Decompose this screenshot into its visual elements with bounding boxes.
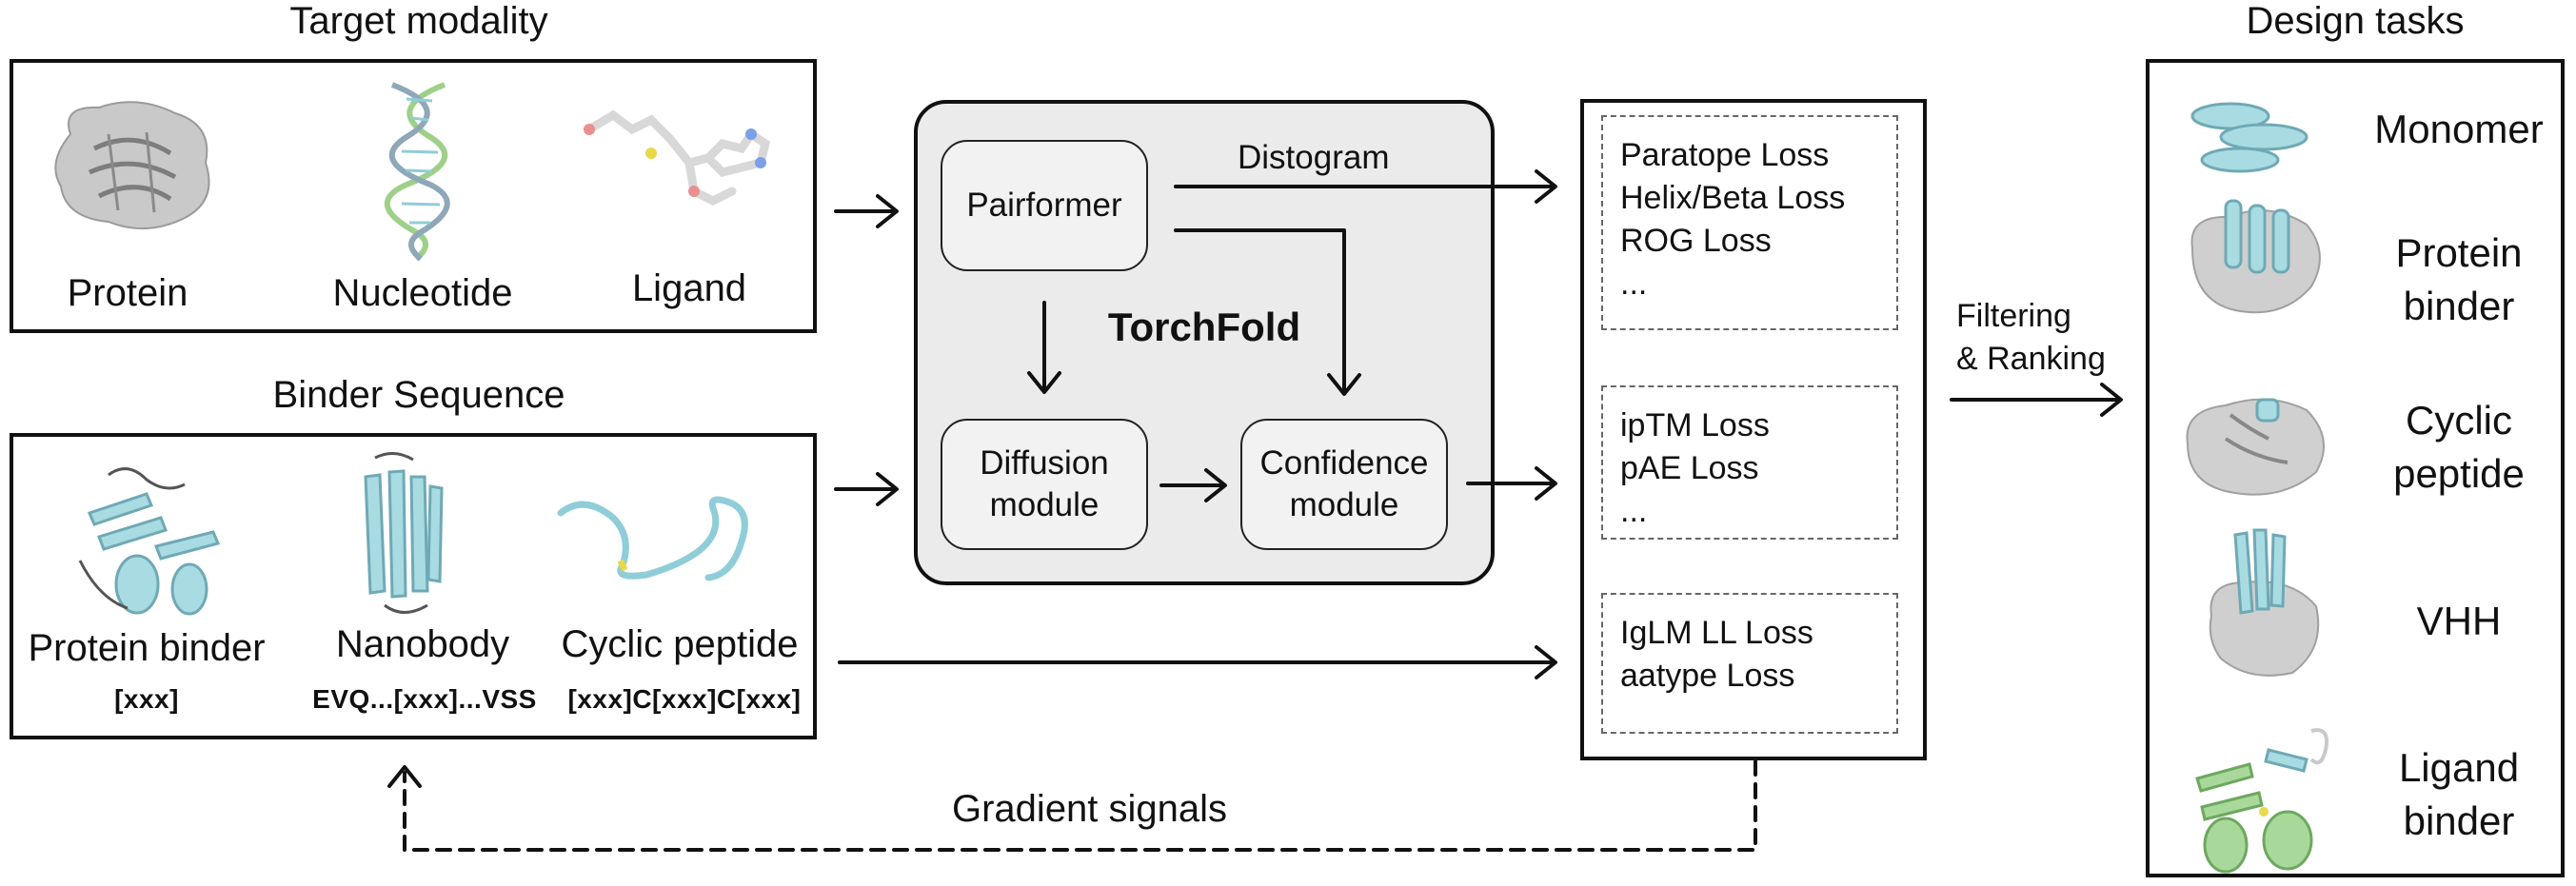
arrow-pairformer-to-confidence — [1174, 228, 1361, 396]
confidence-label-line1: Confidence — [1259, 444, 1429, 482]
protein-surface-image — [54, 101, 210, 230]
task-ligand-binder-line1: Ligand — [2398, 745, 2520, 790]
loss-iptm: ipTM Loss — [1620, 407, 1770, 443]
design-tasks-title: Design tasks — [2246, 0, 2465, 42]
arrow-confidence-to-loss — [1466, 466, 1557, 501]
arrow-pairformer-to-diffusion — [1027, 301, 1061, 394]
arrow-binder-to-torchfold — [834, 472, 899, 506]
task-ligand-binder-line2: binder — [2403, 798, 2515, 843]
pairformer-module: Pairformer — [941, 140, 1148, 271]
cyclic-peptide-image — [557, 496, 748, 581]
protein-binder-image — [78, 467, 221, 616]
task-label-monomer: Monomer — [2354, 103, 2564, 156]
ligand-image — [584, 109, 770, 207]
target-label-nucleotide: Nucleotide — [332, 272, 513, 314]
target-label-ligand: Ligand — [631, 267, 747, 309]
arrow-target-to-torchfold — [834, 194, 899, 228]
monomer-image — [2190, 102, 2308, 173]
loss-pae: pAE Loss — [1620, 450, 1759, 486]
binder-label-cyclic-peptide: Cyclic peptide — [561, 623, 799, 665]
binder-seq-protein-binder: [xxx] — [114, 684, 179, 714]
loss-group-structure: Paratope Loss Helix/Beta Loss ROG Loss .… — [1601, 115, 1898, 330]
task-cyclic-peptide-line1: Cyclic — [2406, 398, 2512, 443]
loss-group-confidence: ipTM Loss pAE Loss ... — [1601, 385, 1898, 540]
arrow-diffusion-to-confidence — [1159, 468, 1227, 502]
loss-panel — [1580, 99, 1927, 760]
protein-binder-task-image — [2190, 199, 2321, 314]
loss-rog: ROG Loss — [1620, 223, 1772, 259]
ligand-binder-image — [2195, 728, 2328, 874]
loss-iglm-ll: IgLM LL Loss — [1620, 615, 1813, 651]
loss-group2-more: ... — [1620, 493, 1648, 529]
task-label-ligand-binder: Ligand binder — [2354, 741, 2564, 848]
task-monomer-line1: Monomer — [2374, 107, 2544, 151]
pairformer-label: Pairformer — [966, 187, 1122, 225]
vhh-image — [2209, 528, 2320, 677]
task-label-protein-binder: Protein binder — [2354, 226, 2564, 333]
diffusion-label-line2: module — [989, 486, 1100, 523]
binder-sequence-panel: Protein binder [xxx] Nanobody EVQ...[xxx… — [10, 433, 817, 739]
loss-paratope: Paratope Loss — [1620, 137, 1830, 173]
task-protein-binder-line1: Protein — [2395, 230, 2523, 275]
task-protein-binder-line2: binder — [2403, 284, 2515, 328]
gradient-signals-label: Gradient signals — [952, 788, 1228, 830]
confidence-module: Confidence module — [1240, 419, 1448, 550]
arrow-gradient-signals — [403, 759, 1757, 852]
confidence-label-line2: module — [1289, 486, 1399, 523]
loss-helix-beta: Helix/Beta Loss — [1620, 180, 1846, 216]
binder-seq-nanobody: EVQ...[xxx]...VSS — [312, 684, 537, 714]
arrow-binder-to-sequence-loss — [838, 645, 1557, 679]
distogram-label: Distogram — [1238, 139, 1390, 176]
arrow-filtering-to-design-tasks — [1950, 383, 2123, 417]
torchfold-title: TorchFold — [1107, 305, 1301, 349]
gradient-arrowhead — [387, 765, 422, 788]
diffusion-module: Diffusion module — [941, 419, 1148, 550]
target-modality-panel: Protein Nucleotide Ligand — [10, 59, 817, 333]
binder-label-protein-binder: Protein binder — [28, 627, 266, 669]
cyclic-peptide-task-image — [2186, 398, 2325, 496]
filtering-label-line2: & Ranking — [1956, 341, 2106, 377]
arrow-distogram-to-loss — [1174, 169, 1557, 204]
target-modality-title: Target modality — [289, 0, 548, 42]
binder-sequence-title: Binder Sequence — [272, 374, 565, 416]
loss-group1-more: ... — [1620, 266, 1648, 302]
design-tasks-panel: Monomer Protein binder Cyclic peptide VH… — [2146, 59, 2565, 877]
nanobody-image — [364, 452, 444, 614]
task-cyclic-peptide-line2: peptide — [2393, 451, 2525, 496]
nucleotide-helix-image — [385, 82, 450, 261]
diffusion-label-line1: Diffusion — [980, 444, 1109, 482]
task-label-vhh: VHH — [2354, 595, 2564, 648]
task-vhh-line1: VHH — [2416, 599, 2502, 643]
loss-aatype: aatype Loss — [1620, 658, 1795, 694]
binder-seq-cyclic-peptide: [xxx]C[xxx]C[xxx] — [567, 684, 802, 714]
loss-group-sequence: IgLM LL Loss aatype Loss — [1601, 593, 1898, 734]
target-label-protein: Protein — [67, 272, 188, 314]
binder-label-nanobody: Nanobody — [335, 623, 510, 665]
filtering-label-line1: Filtering — [1956, 298, 2071, 334]
task-label-cyclic-peptide: Cyclic peptide — [2354, 394, 2564, 501]
